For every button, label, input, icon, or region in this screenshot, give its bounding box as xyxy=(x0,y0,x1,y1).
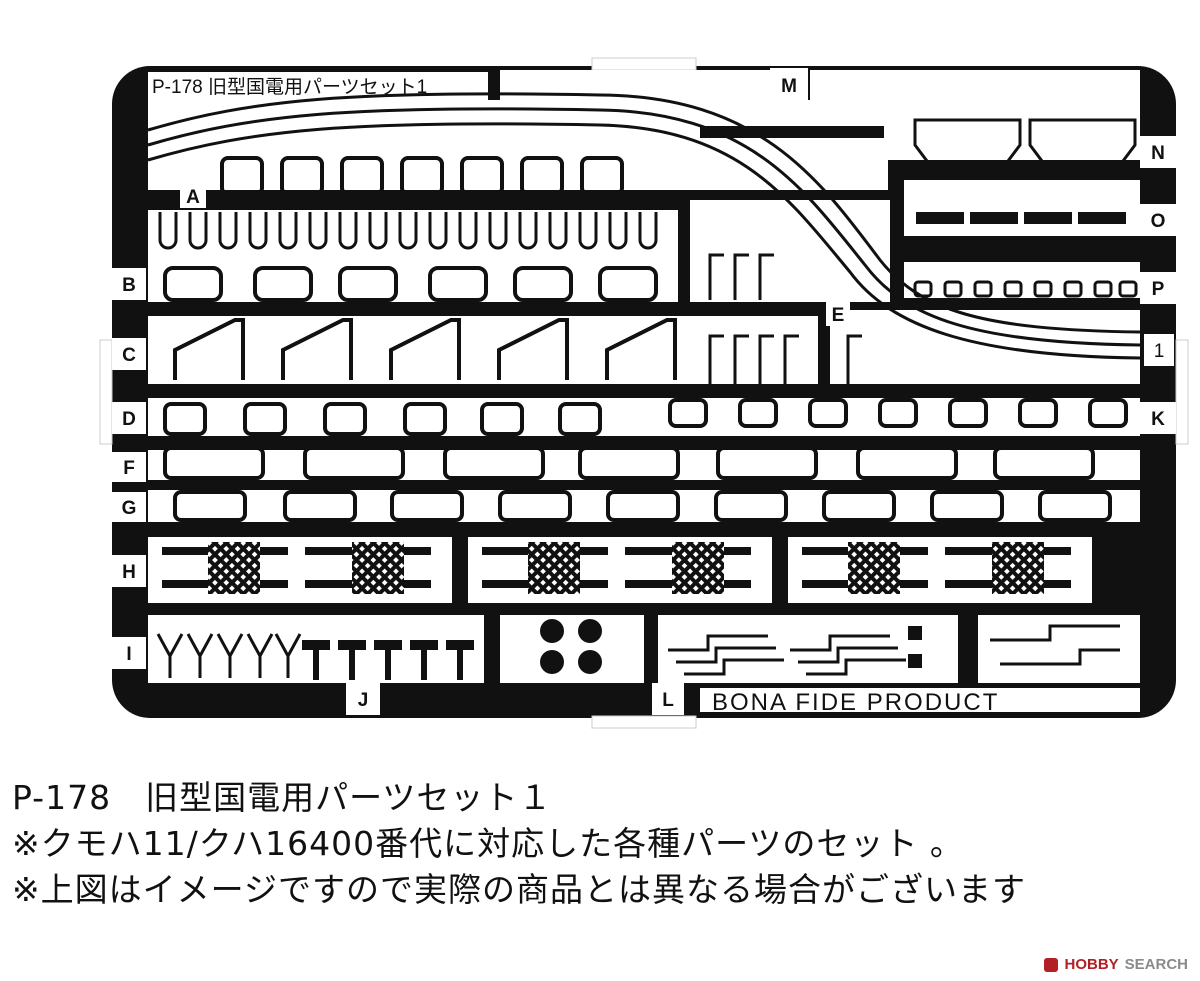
label-j: J xyxy=(358,690,369,711)
label-d: D xyxy=(122,409,136,430)
label-o: O xyxy=(1151,211,1166,232)
sheet-brand: BONA FIDE PRODUCT xyxy=(712,689,999,716)
sheet-title: P-178 旧型国電用パーツセット1 xyxy=(152,76,427,98)
region-h xyxy=(148,537,452,603)
watermark-search: SEARCH xyxy=(1124,956,1188,973)
label-e: E xyxy=(832,305,845,326)
tab-top xyxy=(591,57,697,71)
region-f xyxy=(148,450,1140,480)
region-top xyxy=(148,100,888,190)
caption-line-3: ※上図はイメージですので実際の商品とは異なる場合がございます xyxy=(12,870,1026,909)
label-c: C xyxy=(122,345,136,366)
tab-left xyxy=(99,339,113,445)
label-p: P xyxy=(1152,279,1165,300)
label-n: N xyxy=(1151,143,1165,164)
label-k: K xyxy=(1151,409,1165,430)
hobby-search-logo-icon xyxy=(1044,957,1059,972)
label-a: A xyxy=(186,187,200,208)
label-h: H xyxy=(122,562,136,583)
tab-right xyxy=(1175,339,1189,445)
label-f: F xyxy=(123,458,135,479)
region-d xyxy=(148,398,1140,436)
caption-line-2: ※クモハ11/クハ16400番代に対応した各種パーツのセット 。 xyxy=(12,824,964,863)
caption-line-1: P-178 旧型国電用パーツセット１ xyxy=(12,778,553,817)
label-m: M xyxy=(781,76,797,97)
tab-bottom xyxy=(591,715,697,729)
region-c xyxy=(148,316,818,384)
hobby-search-watermark: HOBBY SEARCH xyxy=(1044,956,1188,973)
label-g: G xyxy=(122,498,137,519)
watermark-hobby: HOBBY xyxy=(1064,956,1119,973)
label-one: 1 xyxy=(1154,341,1165,362)
region-g xyxy=(148,490,1140,522)
label-l: L xyxy=(662,690,674,711)
etching-sheet-image: P-178 旧型国電用パーツセット1 BONA FIDE PRODUCT A B… xyxy=(99,57,1189,729)
label-i: I xyxy=(126,644,131,665)
label-b: B xyxy=(122,275,136,296)
